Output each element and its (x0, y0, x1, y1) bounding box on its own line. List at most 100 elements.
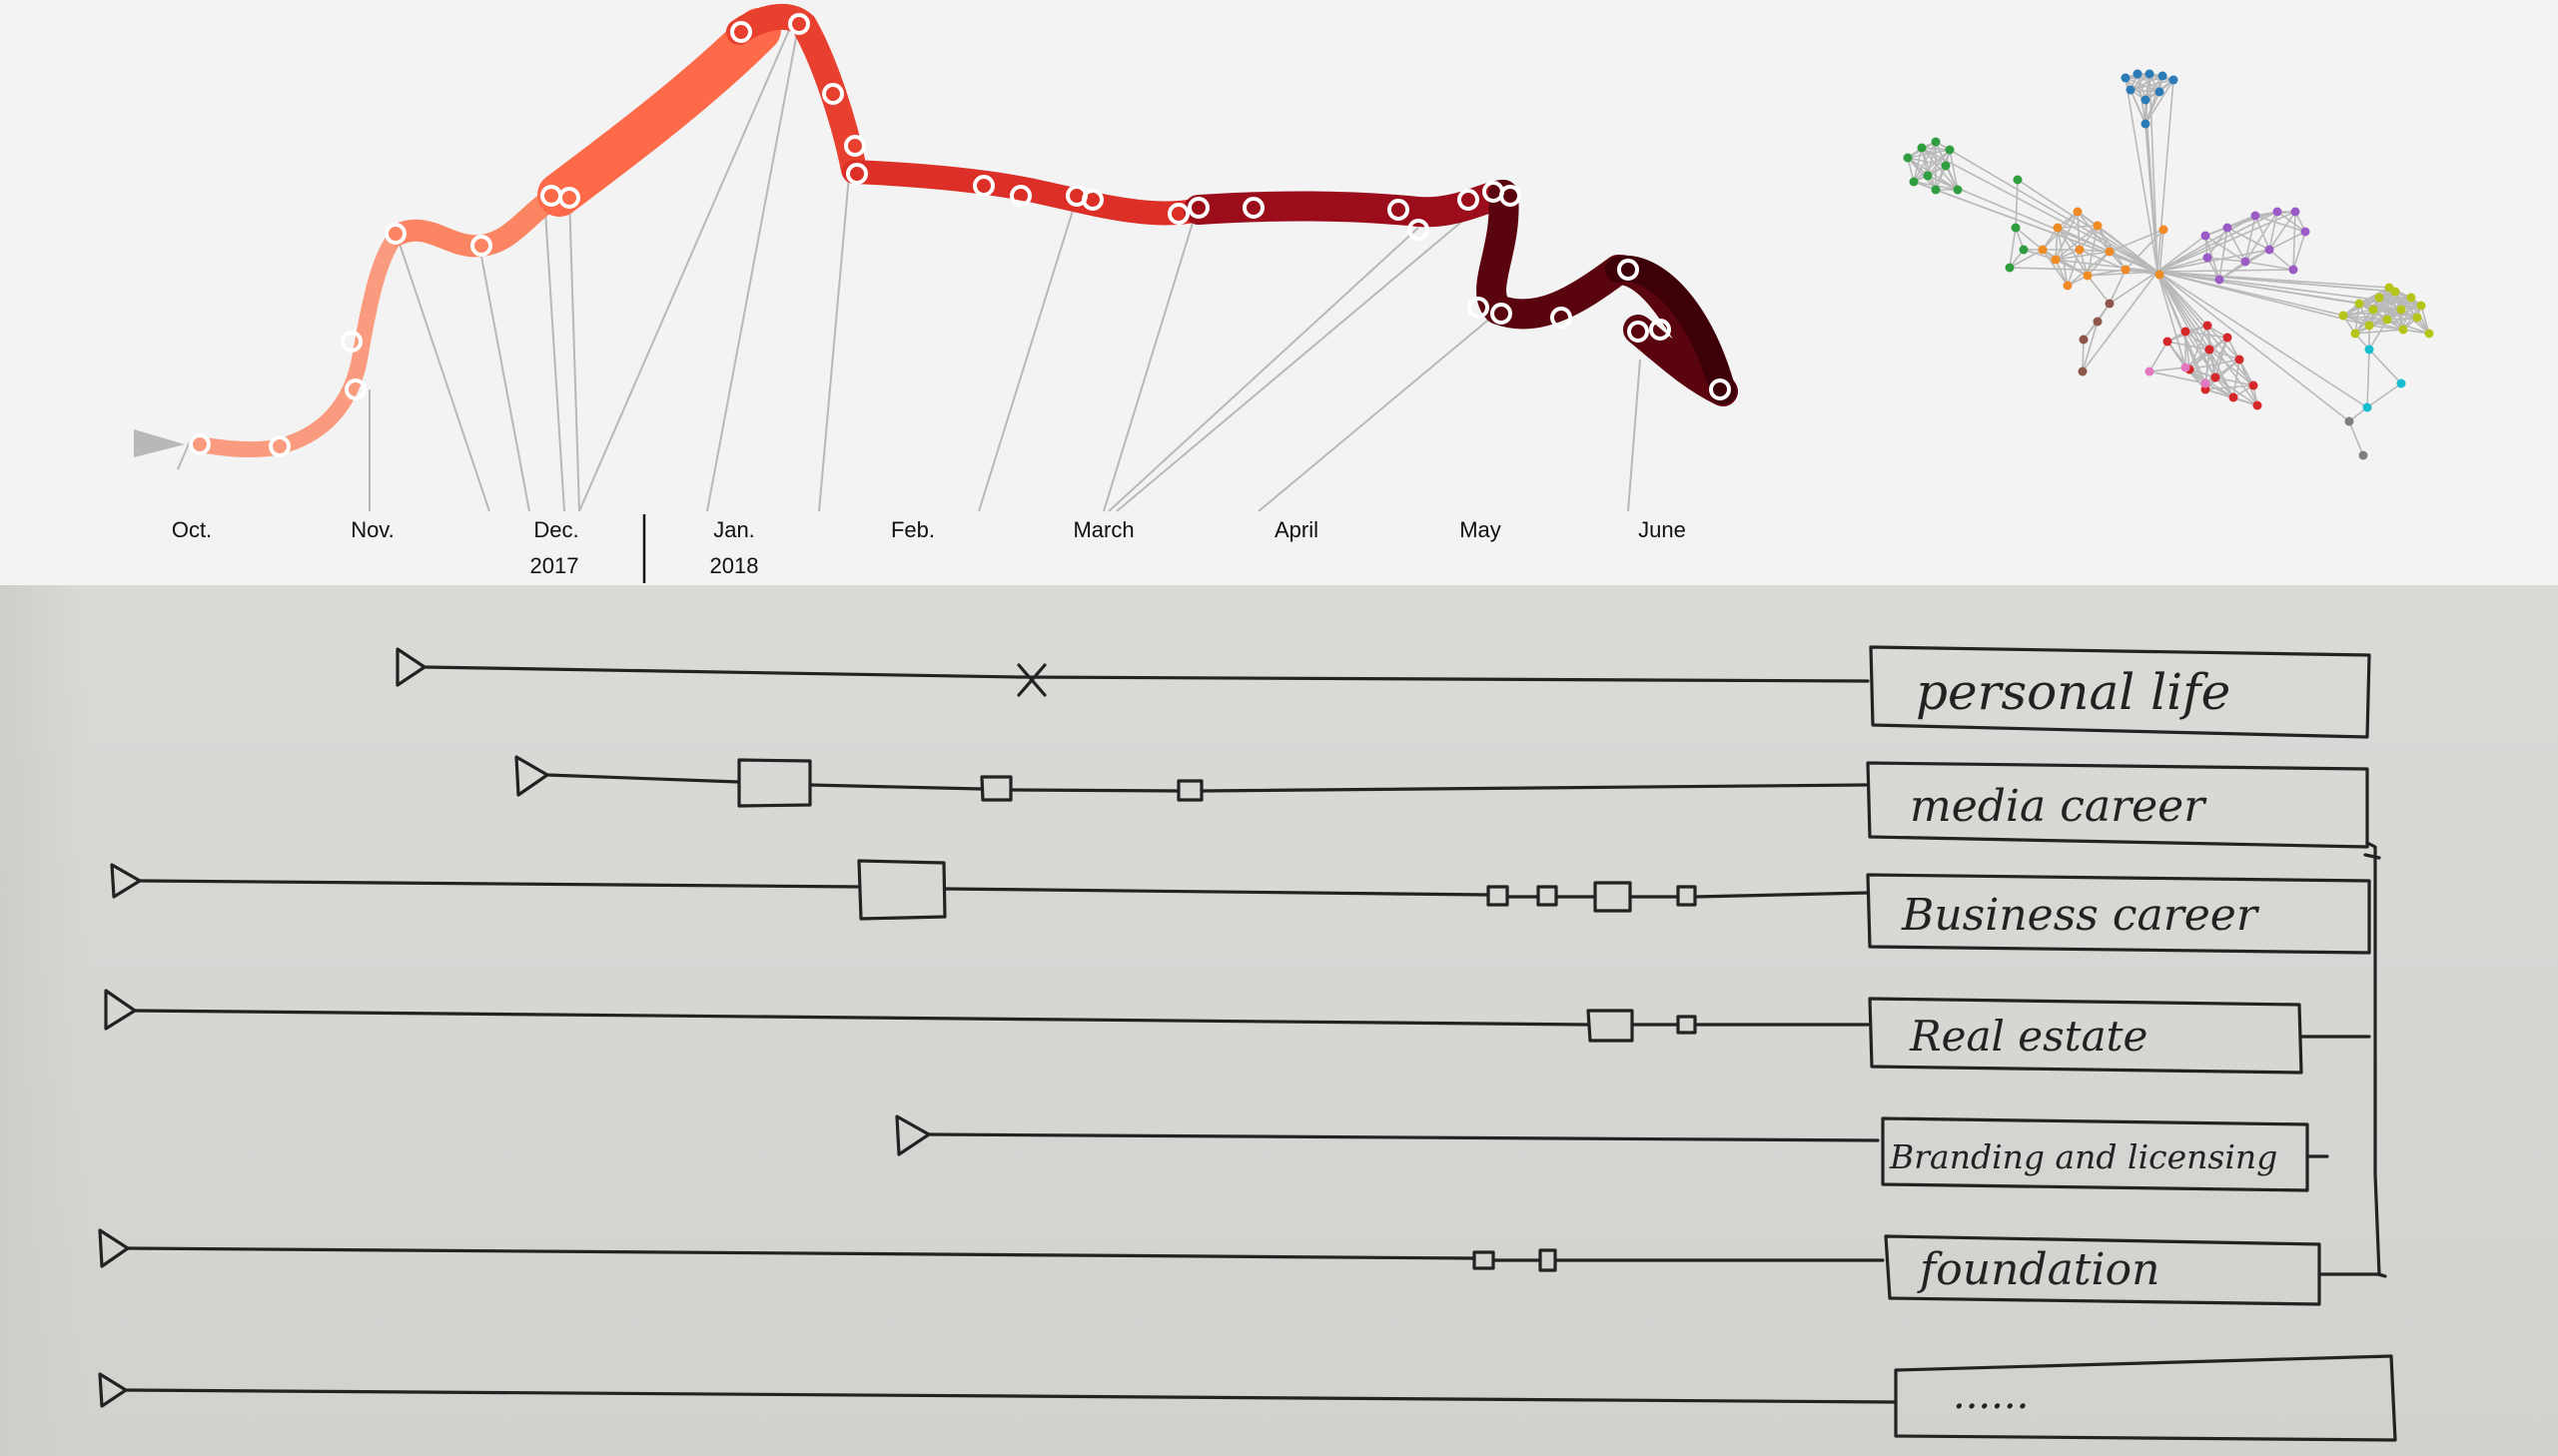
network-edge (2156, 271, 2350, 422)
network-node (2424, 329, 2434, 339)
network-node (2093, 221, 2103, 231)
event-node (1617, 259, 1639, 281)
network-node (2398, 325, 2408, 335)
category-box (1866, 761, 2369, 849)
network-edge (2144, 91, 2160, 125)
network-edge (2156, 235, 2206, 273)
network-edge (1927, 149, 1951, 177)
network-edge (2055, 259, 2158, 273)
network-node (2364, 321, 2374, 331)
network-node (2234, 355, 2244, 364)
network-edge (2156, 211, 2296, 273)
mark-arrowhead (2363, 853, 2381, 860)
network-node (2202, 253, 2212, 263)
event-box-medium (1593, 881, 1632, 913)
network-edge (2368, 349, 2402, 384)
network-edge (2156, 271, 2234, 398)
network-edge (2156, 271, 2368, 408)
event-node (1168, 203, 1190, 225)
network-edge (2130, 75, 2163, 91)
row-line (126, 1246, 1885, 1262)
network-node (1923, 171, 1933, 181)
month-label-nov: Nov. (351, 517, 395, 542)
sketch-labels: personal life media career Business care… (1889, 663, 2277, 1418)
event-box-small (1486, 885, 1509, 907)
network-edge (2148, 366, 2186, 372)
event-node (1387, 199, 1409, 221)
event-node (1243, 197, 1265, 219)
year-label-2017: 2017 (530, 553, 579, 578)
network-edge (2292, 231, 2306, 271)
category-label-more: ...... (1953, 1372, 2029, 1418)
cross-mark (1017, 663, 1047, 697)
network-node (1931, 185, 1941, 195)
network-edge (2156, 271, 2404, 331)
event-node (341, 331, 363, 353)
network-node (2083, 271, 2093, 281)
row-line (133, 1009, 1870, 1027)
network-edge (2017, 179, 2158, 273)
category-box (1881, 1116, 2309, 1192)
network-edge (2348, 420, 2364, 456)
network-edge (1913, 181, 2158, 273)
event-node (822, 83, 844, 105)
network-node (2154, 87, 2164, 97)
event-box-small (1676, 1015, 1697, 1035)
row-start-arrow (895, 1114, 931, 1156)
sketch-row-branding (895, 1114, 2309, 1192)
network-node (2264, 245, 2274, 255)
network-node (2202, 321, 2212, 331)
network-node (2412, 313, 2422, 323)
network-edge (2125, 77, 2158, 273)
stream-segment-may (1605, 256, 1736, 404)
stream-start-marker (134, 429, 185, 457)
network-node (2013, 175, 2023, 185)
network-edge (2156, 79, 2174, 273)
network-edge (2009, 267, 2158, 273)
event-node (973, 175, 995, 197)
category-label-real-estate: Real estate (1909, 1012, 2147, 1061)
network-node (2063, 281, 2073, 291)
network-edge (2109, 269, 2127, 305)
category-label-personal-life: personal life (1916, 663, 2230, 721)
event-node (1490, 303, 1512, 325)
network-edge (2148, 341, 2168, 372)
network-node (1917, 143, 1927, 153)
stream-segment-oct (192, 227, 406, 458)
event-box-small (1472, 1250, 1495, 1270)
network-node (2368, 305, 2378, 315)
month-label-april: April (1275, 517, 1318, 542)
network-edge (1927, 175, 2158, 273)
network-edge (2125, 269, 2158, 273)
network-edge (2226, 227, 2270, 251)
category-box (1868, 997, 2303, 1075)
event-box-large (857, 859, 947, 921)
network-node (2362, 402, 2372, 412)
network-edge (2055, 251, 2111, 261)
network-node (2350, 329, 2360, 339)
network-node (2079, 335, 2089, 345)
network-edge (2206, 325, 2240, 361)
timeline-panel: Oct. Nov. Dec. Jan. Feb. March April May… (0, 0, 2558, 585)
network-edge (2156, 269, 2294, 273)
network-node (2396, 305, 2406, 315)
network-edge (2184, 331, 2210, 351)
network-node (2250, 211, 2260, 221)
event-node (1010, 185, 1032, 207)
network-node (1903, 153, 1913, 163)
network-edge (2130, 89, 2160, 93)
stream-segment-nov (387, 184, 570, 258)
event-node (470, 235, 492, 257)
network-node (2126, 85, 2135, 95)
network-edge (2402, 297, 2412, 331)
network-edge (2368, 297, 2412, 327)
row-start-arrow (98, 1372, 128, 1408)
network-edges (1907, 73, 2430, 456)
row-line (927, 1132, 1880, 1142)
network-edge (2055, 259, 2069, 287)
network-node (2140, 95, 2150, 105)
network-edge (2148, 73, 2158, 273)
event-node (1467, 297, 1489, 319)
network-edge (2402, 305, 2422, 331)
network-node (2144, 69, 2154, 79)
